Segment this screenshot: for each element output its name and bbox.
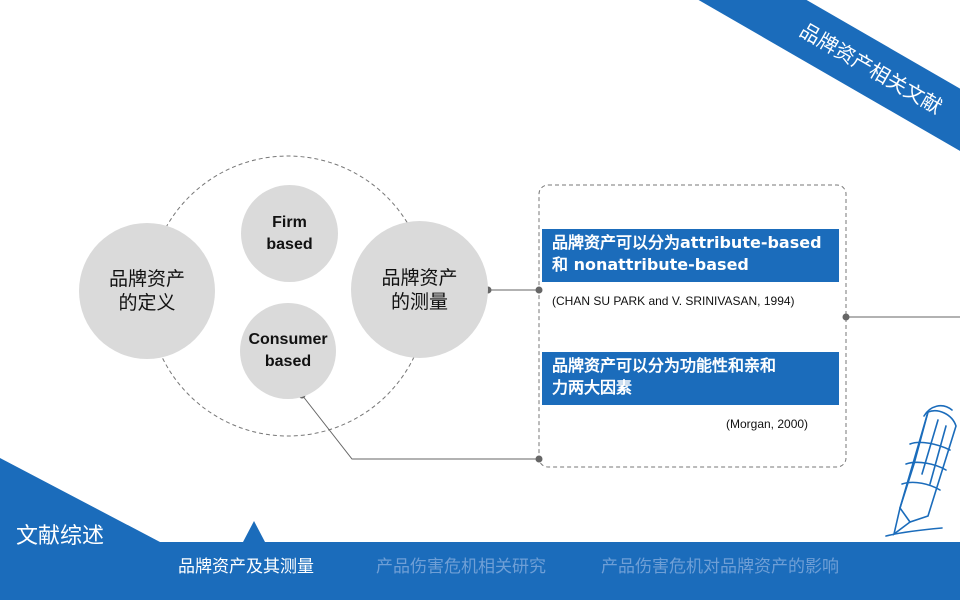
definition-label: 品牌资产 的定义	[108, 268, 185, 314]
measurement-circle: 品牌资产 的测量	[351, 221, 488, 358]
nav-item-product-harm[interactable]: 产品伤害危机相关研究	[376, 557, 546, 577]
firm-based-label: Firm based	[266, 213, 313, 253]
finding-box: 品牌资产可以分为attribute-based 和 nonattribute-b…	[542, 229, 839, 282]
finding-citation: (CHAN SU PARK and V. SRINIVASAN, 1994)	[552, 294, 795, 308]
nav-item-brand-equity[interactable]: 品牌资产及其测量	[178, 557, 314, 577]
connector-dot	[842, 313, 850, 321]
consumer-based-label: Consumer based	[248, 331, 328, 370]
firm-based-circle: Firm based	[241, 185, 338, 282]
consumer-based-circle: Consumer based	[240, 303, 336, 399]
finding-citation: (Morgan, 2000)	[726, 417, 809, 431]
nav-bar	[0, 542, 960, 600]
definition-circle: 品牌资产 的定义	[79, 223, 215, 359]
section-title: 文献综述	[16, 524, 105, 549]
connector-dot	[535, 455, 543, 463]
pen-icon	[885, 404, 957, 537]
findings-dashed-frame	[538, 184, 847, 468]
nav-item-harm-impact[interactable]: 产品伤害危机对品牌资产的影响	[601, 557, 839, 577]
finding-box: 品牌资产可以分为功能性和亲和 力两大因素	[542, 352, 839, 405]
connector-dot	[535, 286, 543, 294]
measurement-label: 品牌资产 的测量	[381, 266, 458, 313]
consumer-connector	[301, 394, 539, 460]
